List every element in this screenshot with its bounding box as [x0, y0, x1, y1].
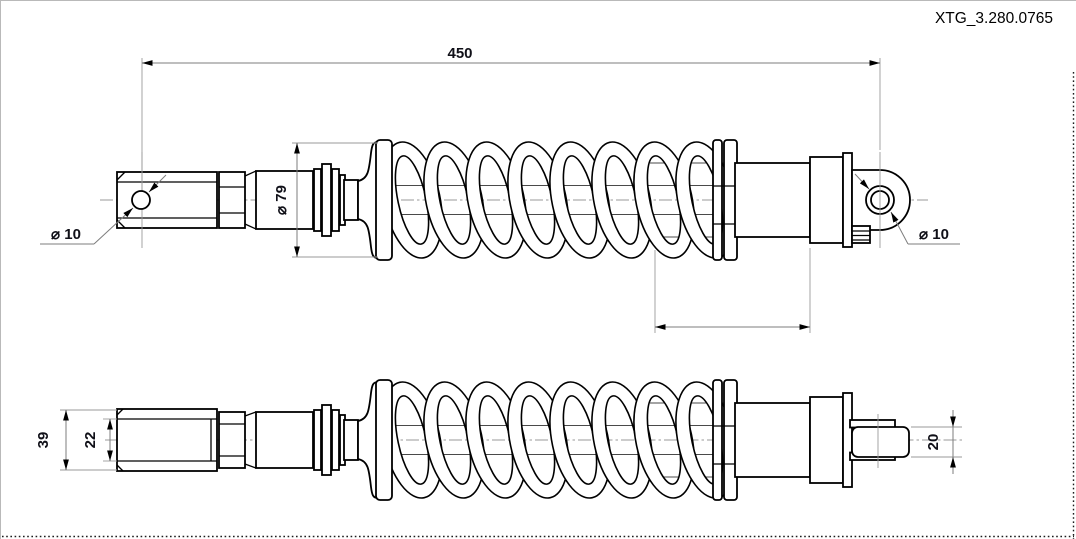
dim-spring-diameter-text: ⌀ 79	[273, 185, 290, 215]
hex-nut-left	[218, 171, 246, 229]
dim-eye-left: ⌀ 10	[40, 174, 167, 245]
dim-eye-right-text: ⌀ 10	[919, 226, 949, 243]
end-cap-flange-bottom	[842, 392, 853, 488]
spring-seat-right-bottom	[712, 379, 738, 501]
bleed-valve	[851, 225, 871, 244]
dim-eye-right: ⌀ 10	[854, 173, 960, 245]
clevis-block-bottom	[116, 408, 218, 472]
coil-spring	[371, 135, 747, 265]
damper-end-block-bottom	[809, 396, 844, 484]
damper-cylinder	[734, 162, 811, 238]
spring-seat-right	[712, 139, 738, 261]
drawing-number: XTG_3.280.0765	[935, 10, 1053, 27]
bottom-view	[105, 375, 965, 505]
dim-clevis-inner-text: 22	[82, 432, 99, 449]
end-cap-flange	[842, 152, 853, 248]
eye-hole-left	[131, 190, 151, 210]
dim-damper-body-unlabeled	[654, 248, 811, 333]
dim-clevis-outer: 39	[35, 409, 117, 471]
dim-eye-boss-text: 20	[925, 434, 942, 451]
eye-boss-bottom	[849, 414, 910, 468]
preload-rings-bottom	[313, 404, 346, 476]
dim-overall-length: 450	[141, 45, 881, 190]
dim-clevis-outer-text: 39	[35, 432, 52, 449]
dim-spring-diameter: ⌀ 79	[273, 142, 378, 258]
spring-seat-left-bottom	[343, 379, 393, 501]
top-view	[100, 135, 928, 265]
damper-end-block	[809, 156, 844, 244]
dim-eye-left-text: ⌀ 10	[51, 226, 81, 243]
dim-clevis-inner: 22	[82, 418, 117, 462]
eye-mount-left	[116, 152, 218, 248]
preload-rings	[313, 163, 346, 237]
dim-eye-boss: 20	[911, 410, 962, 474]
hex-nut-bottom	[218, 411, 246, 469]
damper-cylinder-bottom	[734, 402, 811, 478]
spring-seat-left	[343, 139, 393, 261]
rod-body-bottom	[244, 411, 314, 469]
dim-overall-length-text: 450	[447, 45, 472, 62]
coil-spring-bottom	[371, 375, 747, 505]
rod-body-left	[244, 170, 314, 230]
